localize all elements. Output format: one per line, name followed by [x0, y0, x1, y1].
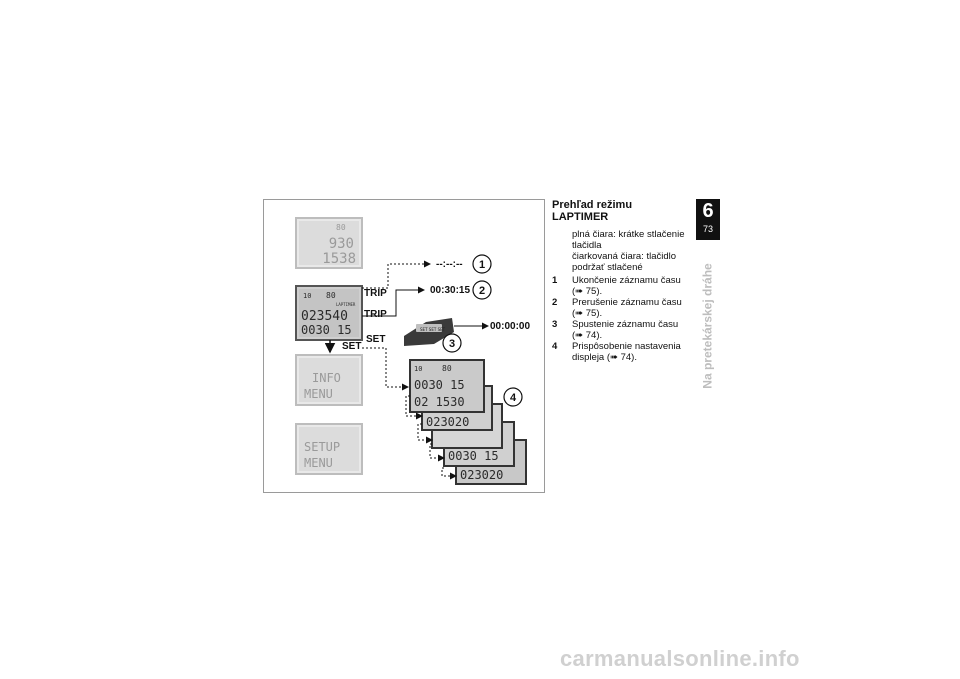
lcd-stack: BESTLAP 023020 0030 15 BESTLAP 023020 10…	[405, 359, 527, 485]
lcd-home-line2: 1538	[322, 251, 356, 267]
svg-text:10: 10	[414, 365, 422, 373]
list-item: 3 Spustenie záznamu času(➠ 74).	[552, 319, 679, 341]
dashed-arrow-end	[362, 260, 431, 289]
label-set-2: SET	[366, 334, 385, 345]
lcd-trip-line1: 023540	[301, 309, 348, 324]
svg-text:80: 80	[442, 364, 452, 373]
lcd-home: 80 930 1538	[295, 217, 363, 269]
lcd-trip-small: 10	[303, 292, 311, 300]
watermark: carmanualsonline.info	[560, 646, 800, 671]
solid-arrow-pause	[362, 286, 425, 317]
diagram-svg: 80 930 1538 10 80 LAPTIMER 023540 0030 1…	[295, 217, 530, 485]
svg-text:023020: 023020	[460, 468, 503, 482]
legend-solid: plná čiara: krátke stlačenie	[572, 229, 685, 240]
callout-1	[472, 254, 492, 274]
lcd-info-line1: INFO	[312, 371, 341, 385]
lcd-setup: SETUP MENU	[295, 423, 363, 475]
lcd-setup-line2: MENU	[304, 456, 333, 470]
list-item: 1 Ukončenie záznamu času(➠ 75).	[552, 275, 681, 297]
lcd-setup-line1: SETUP	[304, 440, 340, 454]
chapter-tab: 6 73	[696, 199, 720, 240]
section-heading: Prehľad režimu LAPTIMER	[552, 199, 633, 223]
label-trip-2: TRIP	[364, 309, 387, 320]
laptimer-diagram: 80 930 1538 10 80 LAPTIMER 023540 0030 1…	[263, 199, 545, 493]
lcd-trip: 10 80 LAPTIMER 023540 0030 15	[295, 285, 363, 341]
chapter-side-title: Na pretekárskej dráhe	[701, 263, 715, 389]
page-number: 73	[702, 224, 713, 234]
lcd-trip-tag: LAPTIMER	[336, 302, 356, 307]
chapter-number: 6	[702, 200, 714, 222]
svg-text:SET SET SET: SET SET SET	[420, 327, 446, 332]
svg-text:02 1530: 02 1530	[414, 395, 465, 409]
svg-text:1: 1	[479, 259, 485, 271]
dashed-arrow-stack	[362, 347, 409, 391]
lcd-home-temp: 80	[336, 223, 346, 232]
svg-text:0030 15: 0030 15	[448, 449, 499, 463]
lcd-trip-temp: 80	[326, 291, 336, 300]
list-item: 2 Prerušenie záznamu času(➠ 75).	[552, 297, 682, 319]
section-text: Prehľad režimu LAPTIMER plná čiara: krát…	[552, 199, 687, 363]
svg-text:2: 2	[479, 285, 485, 297]
svg-text:023020: 023020	[426, 415, 469, 429]
callout-3	[442, 333, 462, 353]
legend-dashed: čiarkovaná čiara: tlačidlo	[572, 251, 677, 262]
lcd-trip-line2: 0030 15	[301, 323, 352, 337]
handlebar-switch: SET SET SET	[404, 318, 454, 346]
callout-2	[472, 280, 492, 300]
lcd-info: INFO MENU	[295, 354, 363, 406]
svg-text:3: 3	[449, 338, 455, 350]
time-1: --:--:--	[436, 259, 463, 270]
time-2: 00:30:15	[430, 285, 470, 296]
label-trip-1: TRIP	[364, 288, 387, 299]
callout-4	[503, 387, 523, 407]
time-3: 00:00:00	[490, 321, 530, 332]
svg-text:4: 4	[510, 392, 517, 404]
label-set-1: SET	[342, 341, 361, 352]
svg-text:0030 15: 0030 15	[414, 378, 465, 392]
lcd-info-line2: MENU	[304, 387, 333, 401]
lcd-home-line1: 930	[329, 236, 354, 252]
